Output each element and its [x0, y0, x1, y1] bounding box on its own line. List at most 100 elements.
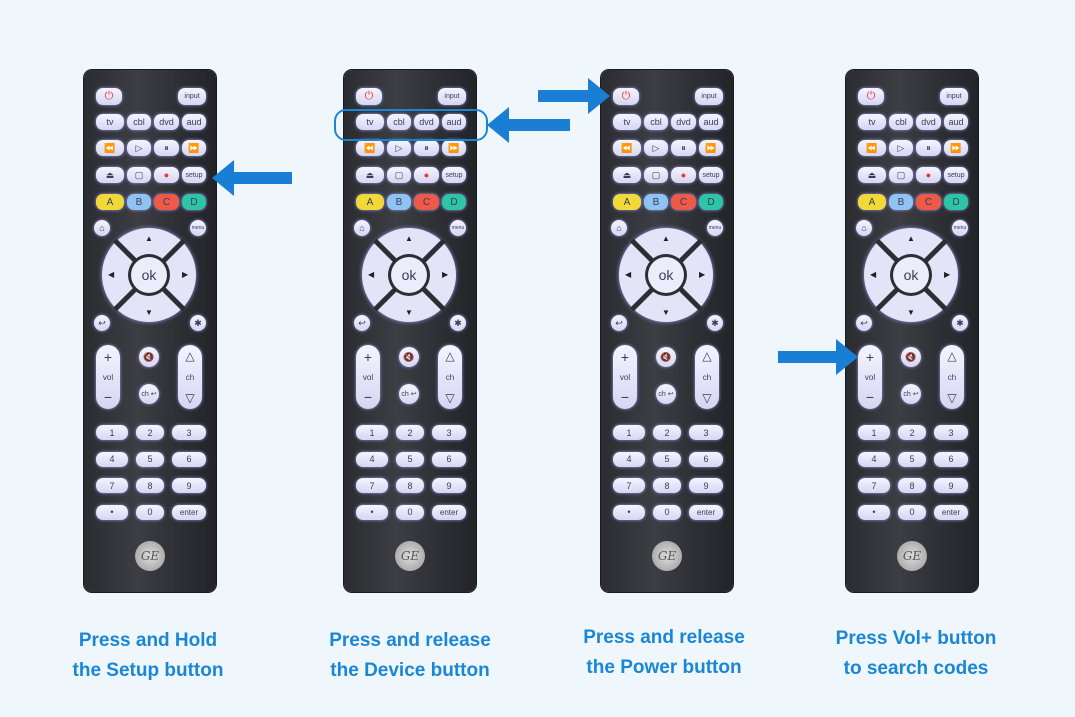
back-icon[interactable]: ↩ — [94, 315, 110, 331]
device-button-aud[interactable]: aud — [944, 114, 968, 130]
right-arrow-icon[interactable]: ▶ — [699, 270, 706, 279]
number-button-9[interactable]: 9 — [689, 478, 723, 493]
number-button-•[interactable]: • — [356, 504, 388, 520]
ch-label[interactable]: ▽ — [947, 391, 957, 405]
number-button-6[interactable]: 6 — [934, 451, 968, 467]
device-button-cbl[interactable]: cbl — [127, 114, 151, 130]
star-button[interactable]: ✱ — [707, 315, 723, 331]
device-button-dvd[interactable]: dvd — [414, 114, 439, 130]
dpad[interactable]: ▲▼◀▶ok — [102, 228, 196, 322]
number-button-5[interactable]: 5 — [136, 451, 164, 467]
channel-rocker[interactable]: △ch▽ — [940, 345, 964, 409]
number-button-8[interactable]: 8 — [653, 478, 681, 493]
function-button-●[interactable]: ● — [414, 167, 439, 183]
ok-button[interactable]: ok — [648, 257, 684, 293]
number-button-4[interactable]: 4 — [858, 451, 890, 467]
function-button-▢[interactable]: ▢ — [644, 167, 668, 183]
ch-label[interactable]: △ — [445, 349, 455, 363]
mute-icon[interactable]: 🔇 — [901, 347, 921, 367]
vol-label[interactable]: − — [363, 389, 373, 405]
number-button-1[interactable]: 1 — [96, 425, 128, 440]
number-button-3[interactable]: 3 — [689, 425, 723, 440]
device-button-aud[interactable]: aud — [699, 114, 723, 130]
right-arrow-icon[interactable]: ▶ — [944, 270, 951, 279]
function-button-▢[interactable]: ▢ — [387, 167, 411, 183]
device-button-tv[interactable]: tv — [613, 114, 641, 130]
transport-button-⏪[interactable]: ⏪ — [858, 140, 886, 156]
up-arrow-icon[interactable]: ▲ — [662, 234, 670, 243]
number-button-•[interactable]: • — [613, 504, 645, 520]
left-arrow-icon[interactable]: ◀ — [870, 270, 877, 279]
volume-rocker[interactable]: +vol− — [613, 345, 637, 409]
color-button-C[interactable]: C — [916, 194, 941, 210]
device-button-cbl[interactable]: cbl — [889, 114, 913, 130]
color-button-C[interactable]: C — [414, 194, 439, 210]
function-button-⏏[interactable]: ⏏ — [613, 167, 641, 183]
number-button-6[interactable]: 6 — [172, 451, 206, 467]
transport-button-⏪[interactable]: ⏪ — [356, 140, 384, 156]
number-button-7[interactable]: 7 — [96, 478, 128, 493]
vol-label[interactable]: − — [620, 389, 630, 405]
home-icon[interactable]: ⌂ — [94, 220, 110, 236]
dpad[interactable]: ▲▼◀▶ok — [619, 228, 713, 322]
mute-icon[interactable]: 🔇 — [399, 347, 419, 367]
transport-button-⏩[interactable]: ⏩ — [182, 140, 206, 156]
menu-button[interactable]: menu — [190, 220, 206, 236]
color-button-A[interactable]: A — [613, 194, 641, 210]
ok-button[interactable]: ok — [391, 257, 427, 293]
input-button[interactable]: input — [438, 88, 466, 105]
transport-button-▷[interactable]: ▷ — [889, 140, 913, 156]
number-button-9[interactable]: 9 — [934, 478, 968, 493]
star-button[interactable]: ✱ — [450, 315, 466, 331]
channel-rocker[interactable]: △ch▽ — [178, 345, 202, 409]
number-button-0[interactable]: 0 — [653, 504, 681, 520]
transport-button-⏸[interactable]: ⏸ — [154, 140, 179, 156]
number-button-4[interactable]: 4 — [96, 451, 128, 467]
number-button-5[interactable]: 5 — [898, 451, 926, 467]
color-button-C[interactable]: C — [154, 194, 179, 210]
transport-button-⏸[interactable]: ⏸ — [916, 140, 941, 156]
color-button-D[interactable]: D — [442, 194, 466, 210]
menu-button[interactable]: menu — [707, 220, 723, 236]
function-button-setup[interactable]: setup — [944, 167, 968, 183]
number-button-enter[interactable]: enter — [934, 504, 968, 520]
number-button-6[interactable]: 6 — [689, 451, 723, 467]
power-button[interactable]: ⏻ — [96, 88, 122, 105]
down-arrow-icon[interactable]: ▼ — [145, 308, 153, 317]
number-button-5[interactable]: 5 — [653, 451, 681, 467]
number-button-8[interactable]: 8 — [898, 478, 926, 493]
number-button-4[interactable]: 4 — [356, 451, 388, 467]
volume-rocker[interactable]: +vol− — [96, 345, 120, 409]
down-arrow-icon[interactable]: ▼ — [405, 308, 413, 317]
number-button-enter[interactable]: enter — [172, 504, 206, 520]
ok-button[interactable]: ok — [893, 257, 929, 293]
transport-button-⏪[interactable]: ⏪ — [613, 140, 641, 156]
color-button-B[interactable]: B — [387, 194, 411, 210]
color-button-B[interactable]: B — [889, 194, 913, 210]
number-button-6[interactable]: 6 — [432, 451, 466, 467]
volume-rocker[interactable]: +vol− — [356, 345, 380, 409]
input-button[interactable]: input — [178, 88, 206, 105]
home-icon[interactable]: ⌂ — [354, 220, 370, 236]
number-button-5[interactable]: 5 — [396, 451, 424, 467]
back-icon[interactable]: ↩ — [611, 315, 627, 331]
function-button-●[interactable]: ● — [154, 167, 179, 183]
function-button-setup[interactable]: setup — [699, 167, 723, 183]
ch-label[interactable]: △ — [185, 349, 195, 363]
left-arrow-icon[interactable]: ◀ — [108, 270, 115, 279]
function-button-●[interactable]: ● — [916, 167, 941, 183]
ok-button[interactable]: ok — [131, 257, 167, 293]
transport-button-⏪[interactable]: ⏪ — [96, 140, 124, 156]
number-button-3[interactable]: 3 — [934, 425, 968, 440]
function-button-⏏[interactable]: ⏏ — [858, 167, 886, 183]
transport-button-⏸[interactable]: ⏸ — [671, 140, 696, 156]
home-icon[interactable]: ⌂ — [611, 220, 627, 236]
color-button-D[interactable]: D — [699, 194, 723, 210]
color-button-D[interactable]: D — [944, 194, 968, 210]
power-button[interactable]: ⏻ — [613, 88, 639, 105]
number-button-2[interactable]: 2 — [396, 425, 424, 440]
number-button-1[interactable]: 1 — [858, 425, 890, 440]
function-button-●[interactable]: ● — [671, 167, 696, 183]
function-button-⏏[interactable]: ⏏ — [356, 167, 384, 183]
transport-button-▷[interactable]: ▷ — [127, 140, 151, 156]
